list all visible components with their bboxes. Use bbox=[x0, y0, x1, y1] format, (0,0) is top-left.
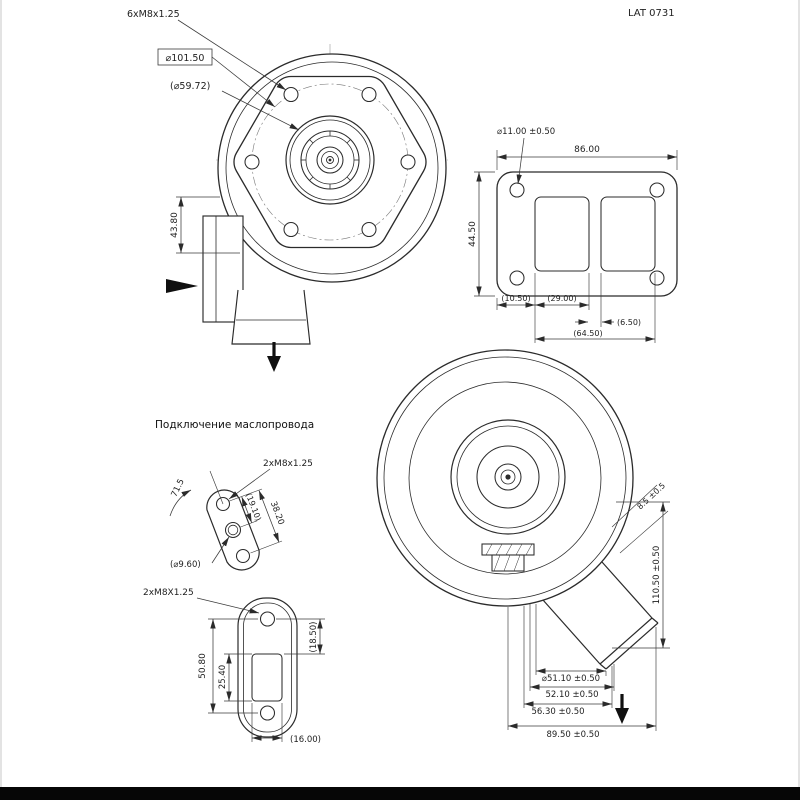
oil-inlet-bolts-label: 2xM8x1.25 bbox=[263, 459, 313, 469]
side-height-dim: 110.50 ±0.50 bbox=[612, 501, 670, 649]
side-inlet-rings bbox=[450, 419, 566, 535]
oil-drain-bolt-callout: 2xM8X1.25 bbox=[143, 588, 260, 614]
t3-width-label: 86.00 bbox=[574, 145, 600, 155]
front-housing-inner bbox=[225, 61, 439, 275]
oil-drain-port-width-label: (16.00) bbox=[290, 735, 321, 745]
oil-inlet-angle-label: 71.5 bbox=[170, 477, 187, 498]
front-hub-spline-ticks bbox=[301, 131, 359, 189]
turbine-flange-view: ⌀11.00 ±0.50 86.00 44.50 (10.50) (29.00) bbox=[468, 127, 678, 343]
document-number: LAT 0731 bbox=[628, 8, 675, 19]
front-view: 6xM8x1.25 ⌀101.50 (⌀59.72) 43.80 bbox=[127, 9, 448, 372]
front-inlet-height-label: 43.80 bbox=[170, 212, 180, 238]
front-pilot-dia-label: (⌀59.72) bbox=[170, 81, 210, 92]
side-height-label: 110.50 ±0.50 bbox=[652, 546, 662, 605]
oil-drain-port bbox=[251, 653, 283, 702]
side-view: 8.5 ±0.5 110.50 ±0.50 ⌀51.10 ±0.50 52.10… bbox=[376, 349, 670, 740]
side-outlet-flow-arrow bbox=[615, 694, 629, 724]
oil-drain-bolt-hole-top bbox=[259, 611, 276, 627]
oil-inlet-bolt-hole-bottom bbox=[235, 548, 251, 564]
front-inlet-flow-arrow bbox=[166, 279, 198, 293]
oil-drain-port-height-label: 25.40 bbox=[218, 665, 228, 689]
oil-drain-port-width-dim: (16.00) bbox=[251, 703, 321, 745]
t3-edge-label: (10.50) bbox=[501, 294, 530, 303]
t3-width-dim: 86.00 bbox=[496, 145, 678, 170]
t3-height-label: 44.50 bbox=[468, 221, 478, 247]
front-bolt-spec-label: 6xM8x1.25 bbox=[127, 9, 180, 20]
t3-ports bbox=[534, 196, 656, 272]
front-bolt-circle-dim: ⌀101.50 bbox=[157, 48, 276, 108]
oil-inlet-center-bore-inner bbox=[227, 524, 239, 536]
oil-inlet-bore-dim: (⌀9.60) bbox=[170, 536, 230, 570]
t3-hole-dim: ⌀11.00 ±0.50 bbox=[497, 127, 555, 185]
oil-inlet-view: Подключение маслопровода 2xM8x1.25 38.20… bbox=[155, 419, 314, 571]
side-scroll-line bbox=[408, 381, 602, 575]
t3-web-label: (6.50) bbox=[617, 318, 641, 327]
t3-port-width-label: (29.00) bbox=[547, 294, 576, 303]
oil-drain-inner-outline bbox=[243, 602, 292, 733]
oil-drain-offset-label: (18.50) bbox=[309, 622, 319, 653]
page-edge-left bbox=[0, 0, 2, 787]
side-d1-label: 52.10 ±0.50 bbox=[545, 690, 598, 700]
side-d2-label: 56.30 ±0.50 bbox=[531, 707, 584, 717]
page-edge-right bbox=[798, 0, 800, 787]
t3-height-dim: 44.50 bbox=[468, 171, 495, 297]
oil-inlet-length-label: 38.20 bbox=[268, 500, 286, 526]
front-outlet-block bbox=[231, 289, 311, 345]
front-bolt-circle-label: ⌀101.50 bbox=[166, 53, 205, 64]
side-housing-second bbox=[383, 356, 627, 600]
front-pilot-dia-dim: (⌀59.72) bbox=[170, 81, 300, 131]
side-bore-label: ⌀51.10 ±0.50 bbox=[542, 674, 600, 684]
t3-hole-label: ⌀11.00 ±0.50 bbox=[497, 127, 555, 137]
side-angle-label: 8.5 ±0.5 bbox=[636, 481, 668, 511]
oil-inlet-bore-label: (⌀9.60) bbox=[170, 560, 201, 570]
oil-drain-offset-dim: (18.50) bbox=[276, 618, 325, 655]
side-outlet-duct bbox=[542, 561, 659, 670]
oil-inlet-center-bore bbox=[224, 521, 242, 539]
footer-bar bbox=[0, 787, 800, 800]
front-inlet-height-dim: 43.80 bbox=[170, 196, 240, 254]
side-d3-label: 89.50 ±0.50 bbox=[546, 730, 599, 740]
oil-drain-bolts-label: 2xM8X1.25 bbox=[143, 588, 194, 598]
t3-bottom-dims: (10.50) (29.00) (6.50) (64.50) bbox=[496, 273, 656, 343]
oil-inlet-bolt-callout: 2xM8x1.25 bbox=[228, 459, 313, 500]
oil-drain-spacing-label: 50.80 bbox=[198, 653, 208, 679]
oil-drain-view: 2xM8X1.25 50.80 25.40 (18.50) (16.00) bbox=[143, 588, 325, 745]
oil-drain-port-height-dim: 25.40 bbox=[218, 653, 252, 702]
oil-drain-bolt-hole-bottom bbox=[259, 705, 276, 721]
oil-drain-spacing-dim: 50.80 bbox=[198, 618, 258, 714]
t3-bolt-holes bbox=[509, 182, 665, 286]
front-outlet-flow-arrow bbox=[267, 342, 281, 372]
front-bolt-spec-callout: 6xM8x1.25 bbox=[127, 9, 287, 91]
front-hub bbox=[285, 115, 375, 205]
side-drain-boss-detail bbox=[481, 543, 535, 572]
t3-span-label: (64.50) bbox=[573, 329, 602, 338]
oil-section-title: Подключение маслопровода bbox=[155, 419, 314, 431]
front-bolt-holes bbox=[244, 86, 416, 238]
side-bottom-dims: ⌀51.10 ±0.50 52.10 ±0.50 56.30 ±0.50 89.… bbox=[507, 604, 657, 740]
